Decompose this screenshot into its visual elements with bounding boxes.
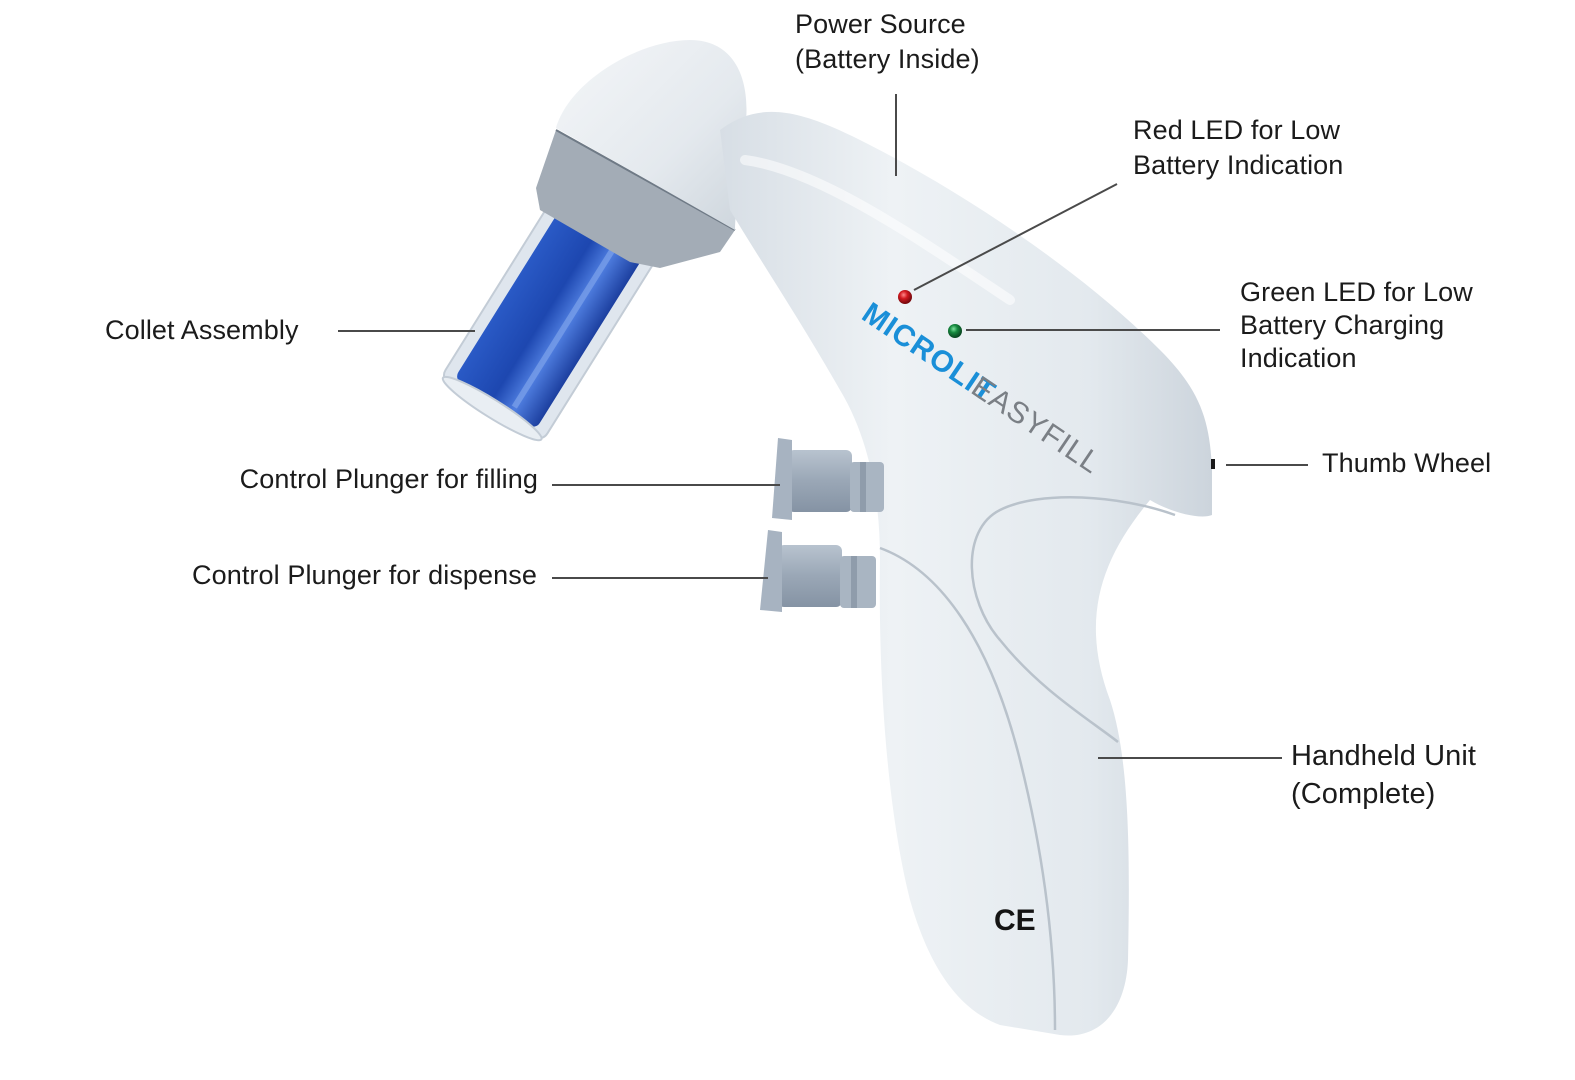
head-dome [556,40,747,230]
leader-lines [338,94,1308,759]
label-collet-assembly: Collet Assembly [105,315,299,345]
leader-red-led [913,183,1118,291]
grip-seam-lower [879,546,1057,1031]
device-body [720,111,1212,1036]
label-green-led: Green LED for Low Battery Charging Indic… [1240,277,1473,373]
collet-band [536,130,735,268]
label-thumb-wheel: Thumb Wheel [1322,448,1492,478]
plunger-filling [772,438,884,520]
label-plunger-dispense: Control Plunger for dispense [192,560,537,590]
collet-assembly [441,186,662,442]
green-led-icon [948,324,962,338]
plunger-dispense [760,530,876,612]
label-plunger-filling: Control Plunger for filling [239,464,538,494]
label-power-source: Power Source (Battery Inside) [795,9,980,74]
grip-seam-upper [970,496,1176,743]
ce-mark: CE [994,904,1036,937]
thumb-wheel-nub [1211,459,1215,469]
label-handheld-unit: Handheld Unit (Complete) [1291,740,1477,810]
label-red-led: Red LED for Low Battery Indication [1133,115,1344,180]
red-led-icon [898,290,912,304]
